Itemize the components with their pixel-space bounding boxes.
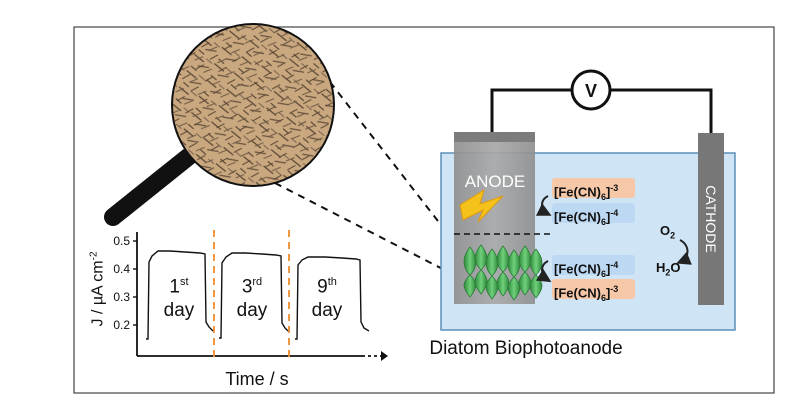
chart-x-label: Time / s — [225, 369, 288, 389]
cathode-electrode — [698, 133, 724, 305]
chart-y-label: J / µA cm-2 — [88, 251, 107, 326]
arrow-icon — [676, 239, 692, 265]
wire-cathode — [610, 88, 713, 135]
trace-day-3 — [219, 252, 289, 339]
formula-sub: 6 — [600, 191, 606, 202]
y-ticks — [133, 240, 137, 326]
y-label-text: J / µA cm — [89, 260, 107, 327]
day-word: day — [311, 300, 343, 322]
day-sup: rd — [252, 276, 263, 288]
formula-close: ] — [605, 285, 611, 301]
diatom-icon — [518, 245, 532, 296]
oxygen-label: O2 — [660, 223, 675, 241]
cell-caption: Diatom Biophotoanode — [429, 338, 622, 359]
magnifier-icon — [104, 23, 335, 226]
day-word: day — [163, 300, 195, 322]
formula-base: [Fe(CN) — [554, 261, 601, 277]
label-bg-ferricyanide-lower — [552, 279, 635, 299]
zoom-line-top — [329, 81, 463, 253]
day-sup: st — [180, 276, 189, 288]
diatom-icon — [507, 249, 521, 301]
arrow-icon — [535, 195, 552, 216]
formula-close: ] — [605, 209, 611, 225]
lightning-icon — [459, 188, 504, 223]
day-label-9: 9th day — [302, 270, 352, 323]
day-num: 9 — [317, 276, 328, 298]
formula-close: ] — [605, 184, 611, 200]
formula-close: O — [670, 260, 681, 275]
day-word: day — [236, 300, 268, 322]
diatom-micrograph — [173, 25, 333, 185]
day-label-1: 1st day — [154, 270, 204, 323]
ferricyanide-upper-label: [Fe(CN)6]-3 — [554, 179, 618, 206]
day-num: 3 — [241, 276, 253, 298]
ferrocyanide-lower-label: [Fe(CN)6]-4 — [554, 256, 618, 283]
day-sup: th — [327, 276, 337, 288]
day-label-3: 3rd day — [227, 270, 277, 323]
voltmeter-label: V — [585, 81, 597, 101]
formula-base: O — [660, 223, 671, 238]
formula-close: ] — [605, 261, 611, 277]
arrow-icon — [535, 260, 552, 283]
formula-base: [Fe(CN) — [554, 285, 601, 301]
anode-label: ANODE — [465, 172, 525, 191]
diatom-icon — [485, 248, 499, 300]
wire-anode — [490, 88, 573, 133]
diatom-icon — [463, 246, 477, 298]
label-bg-ferricyanide-upper — [552, 178, 635, 198]
voltmeter-icon — [570, 69, 612, 111]
formula-sub: 6 — [600, 292, 606, 303]
y-tick-label: 0.3 — [113, 290, 130, 304]
water-label: H2O — [656, 260, 681, 278]
formula-base: [Fe(CN) — [554, 209, 601, 225]
formula-charge: -4 — [610, 260, 619, 270]
trace-day-9 — [295, 256, 370, 340]
day-num: 1 — [169, 276, 180, 298]
outer-frame — [73, 26, 775, 394]
zoom-line-bottom — [274, 182, 469, 283]
cathode-label: CATHODE — [703, 185, 719, 252]
ferricyanide-lower-label: [Fe(CN)6]-3 — [554, 280, 618, 307]
formula-sub: 6 — [600, 216, 606, 227]
formula-charge: -3 — [610, 183, 619, 193]
y-label-sup: -2 — [88, 251, 100, 261]
ferrocyanide-upper-label: [Fe(CN)6]-4 — [554, 204, 618, 231]
formula-sub: 2 — [670, 230, 676, 241]
y-tick-label: 0.2 — [113, 318, 130, 332]
formula-charge: -4 — [610, 208, 619, 218]
formula-base: H — [656, 260, 666, 275]
formula-base: [Fe(CN) — [554, 184, 601, 200]
label-bg-ferrocyanide-upper — [552, 203, 635, 223]
formula-charge: -3 — [610, 284, 619, 294]
formula-sub: 2 — [665, 267, 671, 278]
y-tick-label: 0.4 — [113, 262, 130, 276]
trace-day-1 — [146, 250, 214, 340]
label-bg-ferrocyanide-lower — [552, 255, 635, 275]
anode-cap — [454, 132, 535, 142]
x-axis-arrow-icon — [381, 351, 388, 361]
formula-sub: 6 — [600, 268, 606, 279]
y-tick-label: 0.5 — [113, 234, 130, 248]
